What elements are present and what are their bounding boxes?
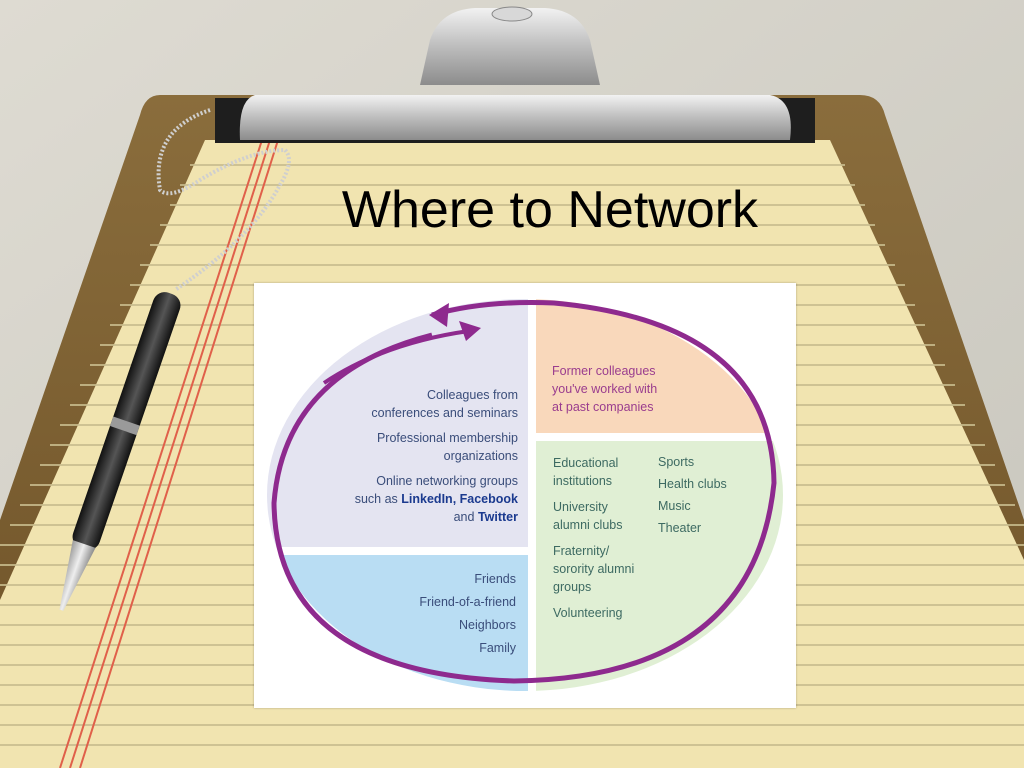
tl-item-2-line-2: organizations <box>444 449 518 463</box>
clip-bar <box>239 95 791 140</box>
cycle-arrow <box>271 300 777 684</box>
tl-item-2-line-1: Professional membership <box>377 431 518 445</box>
inner-arrow <box>322 329 470 385</box>
tl-item-1-line-1: Colleagues from <box>427 388 518 402</box>
slide-title: Where to Network <box>341 181 759 239</box>
bl-item-3: Neighbors <box>459 618 516 632</box>
br-right-1: Sports <box>658 455 694 469</box>
br-right-4: Theater <box>658 521 701 535</box>
br-left-3-line-2: sorority alumni <box>553 562 634 576</box>
br-left-4-line-1: Volunteering <box>553 606 623 620</box>
bl-item-4: Family <box>479 641 517 655</box>
arrow-head-icon <box>429 303 449 327</box>
tl-item-3-line-3: and Twitter <box>454 510 519 524</box>
quadrant-top-left: Colleagues from conferences and seminars… <box>355 388 518 524</box>
network-diagram: Colleagues from conferences and seminars… <box>254 283 796 708</box>
tl-item-3-line-1: Online networking groups <box>376 474 518 488</box>
pen-chain <box>156 108 291 292</box>
tl-item-1-line-2: conferences and seminars <box>371 406 518 420</box>
quadrant-bottom-right: Educational institutions University alum… <box>553 455 727 620</box>
br-left-3-line-1: Fraternity/ <box>553 544 610 558</box>
br-left-1-line-2: institutions <box>553 474 612 488</box>
tr-line-3: at past companies <box>552 400 653 414</box>
bl-item-1: Friends <box>474 572 516 586</box>
br-left-2-line-1: University <box>553 500 609 514</box>
tr-line-2: you've worked with <box>552 382 657 396</box>
quadrant-top-right: Former colleagues you've worked with at … <box>552 364 657 414</box>
tr-line-1: Former colleagues <box>552 364 656 378</box>
quadrant-bottom-left: Friends Friend-of-a-friend Neighbors Fam… <box>419 572 516 655</box>
bl-item-2: Friend-of-a-friend <box>419 595 516 609</box>
br-left-1-line-1: Educational <box>553 456 618 470</box>
network-diagram-svg: Colleagues from conferences and seminars… <box>267 299 783 691</box>
arrow-head-icon-2 <box>459 321 481 341</box>
br-right-3: Music <box>658 499 691 513</box>
pen <box>59 292 181 611</box>
br-left-2-line-2: alumni clubs <box>553 518 622 532</box>
tl-item-3-line-2: such as LinkedIn, Facebook <box>355 492 518 506</box>
clip-top <box>420 8 600 85</box>
br-right-2: Health clubs <box>658 477 727 491</box>
br-left-3-line-3: groups <box>553 580 591 594</box>
